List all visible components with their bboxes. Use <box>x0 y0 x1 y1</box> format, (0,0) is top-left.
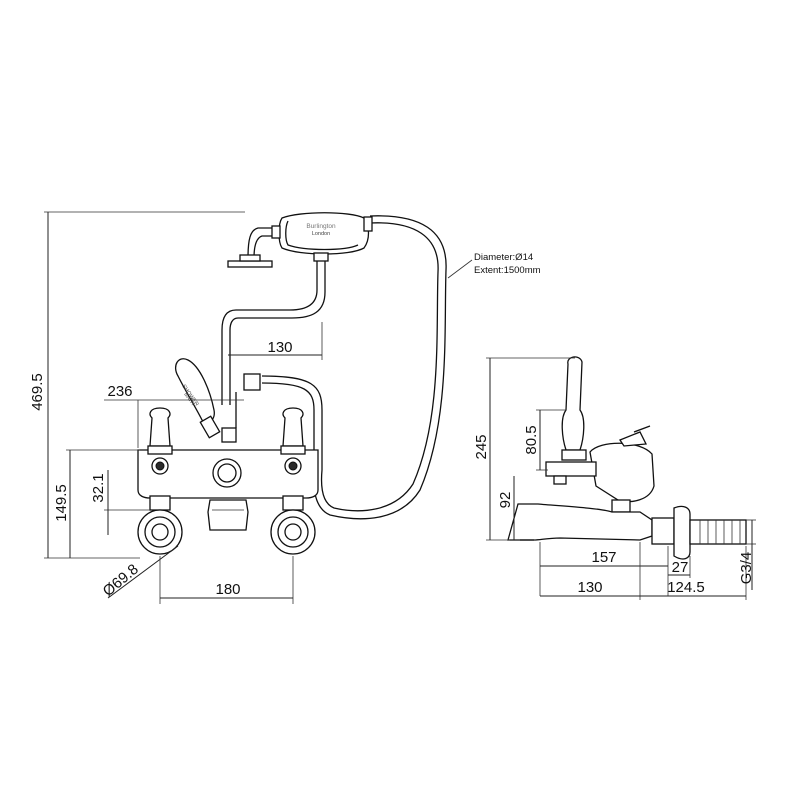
dim-label-wall-offset: 124.5 <box>667 579 705 596</box>
hose-extent-text: Extent:1500mm <box>474 265 541 276</box>
dim-spout-height: 92 <box>497 476 515 540</box>
side-view: 245 80.5 92 157 27 <box>473 356 756 600</box>
right-handle <box>270 407 316 555</box>
dim-overall-height: 469.5 <box>29 211 245 559</box>
dim-label-spout-reach: 130 <box>577 579 602 596</box>
dim-label-projection: 157 <box>591 549 616 566</box>
front-view: Burlington London SHOWER BATH <box>29 211 541 604</box>
hose-diameter-text: Diameter:Ø14 <box>474 252 533 263</box>
dim-thread: G3/4 <box>738 519 756 590</box>
dim-centres: 180 <box>159 556 294 604</box>
dim-label-thread: G3/4 <box>738 552 755 585</box>
dim-side-height: 245 <box>473 357 575 541</box>
shower-hose <box>261 215 447 520</box>
dim-projection: 157 <box>539 542 669 596</box>
dim-label-handle-height: 149.5 <box>53 484 70 522</box>
dim-label-connector-height: 32.1 <box>90 473 107 502</box>
dim-nut-width: 27 <box>668 556 691 578</box>
hose-note: Diameter:Ø14 Extent:1500mm <box>447 252 541 279</box>
dim-body-width: 236 <box>104 383 244 448</box>
handset-brand-text: Burlington <box>306 223 336 230</box>
shower-handset: Burlington London <box>221 212 373 405</box>
side-spout <box>507 503 653 541</box>
left-handle <box>137 407 183 555</box>
side-lever <box>561 356 587 461</box>
dim-label-centres: 180 <box>215 581 240 598</box>
dim-handle-height: 149.5 <box>53 449 140 558</box>
dim-label-overall-height: 469.5 <box>29 373 46 411</box>
dim-hose-offset: 130 <box>228 322 323 360</box>
mixer-body <box>137 449 319 531</box>
side-wall-fitting <box>651 505 747 560</box>
side-body <box>545 425 655 513</box>
dim-spout-reach: 130 124.5 <box>540 542 747 600</box>
dim-lever-height: 80.5 <box>523 409 566 471</box>
dim-label-body-width: 236 <box>107 383 132 400</box>
dim-label-hose-offset: 130 <box>267 339 292 356</box>
handset-sub-text: London <box>312 231 330 237</box>
dim-label-spout-height: 92 <box>497 492 514 509</box>
dim-label-flange-diameter: Ø69.8 <box>100 561 142 600</box>
dim-label-nut-width: 27 <box>672 559 689 576</box>
dim-label-side-height: 245 <box>473 434 490 459</box>
dim-label-lever-height: 80.5 <box>523 425 540 454</box>
dim-flange-diameter: Ø69.8 <box>100 545 179 600</box>
dim-connector-height: 32.1 <box>90 470 150 535</box>
